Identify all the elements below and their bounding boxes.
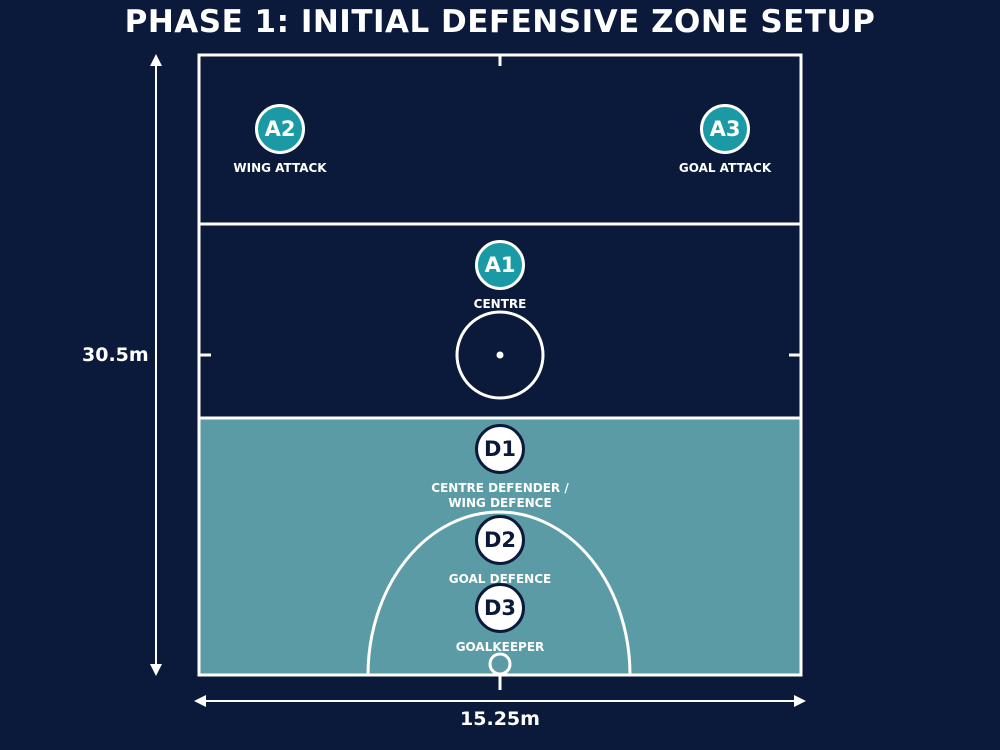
player-role-d1-line1: CENTRE DEFENDER / [431, 481, 569, 495]
centre-dot [496, 351, 504, 359]
player-role-a3: GOAL ATTACK [678, 161, 772, 175]
player-a2: A2 WING ATTACK [200, 104, 360, 176]
width-label: 15.25m [460, 708, 540, 730]
player-token-a3: A3 [700, 104, 750, 154]
player-role-d2: GOAL DEFENCE [448, 572, 552, 586]
player-role-a2: WING ATTACK [233, 161, 327, 175]
diagram-title: PHASE 1: INITIAL DEFENSIVE ZONE SETUP [124, 4, 876, 40]
width-dimension-arrow [194, 695, 806, 707]
player-d2: D2 GOAL DEFENCE [420, 515, 580, 587]
player-token-a1: A1 [475, 240, 525, 290]
player-token-a2: A2 [255, 104, 305, 154]
goal-ring [488, 652, 512, 676]
player-role-a1: CENTRE [473, 297, 527, 311]
player-a1: A1 CENTRE [420, 240, 580, 312]
player-d3: D3 GOALKEEPER [420, 583, 580, 655]
player-a3: A3 GOAL ATTACK [645, 104, 805, 176]
centre-circle [455, 310, 545, 400]
player-role-d1: CENTRE DEFENDER / WING DEFENCE [410, 481, 590, 511]
length-label: 30.5m [82, 344, 149, 366]
player-token-d3: D3 [475, 583, 525, 633]
player-role-d3: GOALKEEPER [455, 640, 545, 654]
length-dimension-arrow [150, 54, 162, 676]
player-token-d1: D1 [475, 424, 525, 474]
player-token-d2: D2 [475, 515, 525, 565]
player-d1: D1 CENTRE DEFENDER / WING DEFENCE [410, 424, 590, 511]
goal-circle-arc [366, 510, 632, 676]
player-role-d1-line2: WING DEFENCE [448, 496, 552, 510]
